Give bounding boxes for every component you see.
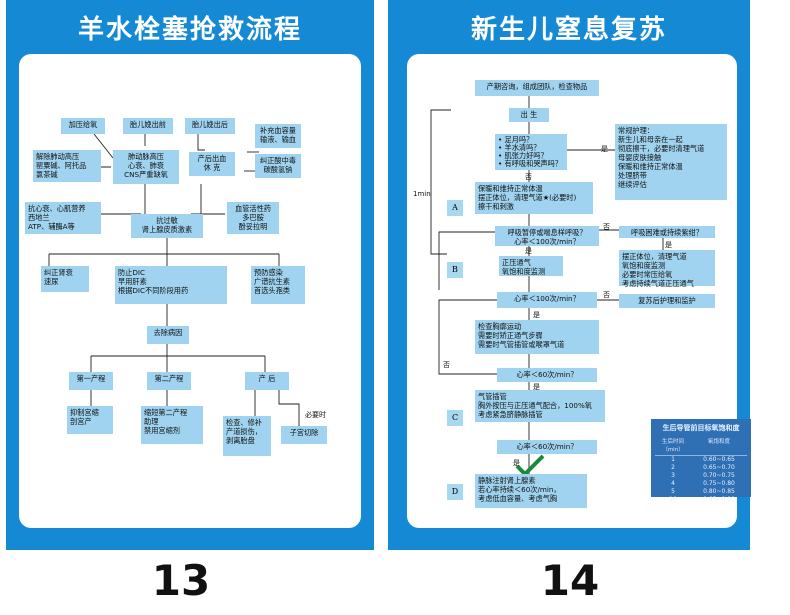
- box-hr-below-60: 心率＜60次/min？: [497, 368, 597, 382]
- box-hysterectomy: 子宫切除: [281, 426, 327, 444]
- box-anti-allergy: 抗过敏 肾上腺皮质激素: [131, 214, 203, 238]
- box-prevent-dic: 防止DIC 早用肝素 根据DIC不同阶段用药: [115, 266, 227, 304]
- step-label-a: A: [447, 200, 463, 216]
- box-labored-breathing: 呼吸困难或持续紫绀？: [619, 226, 715, 238]
- table-row: 1 0.60~0.65: [655, 456, 747, 464]
- box-after-delivery: 胎儿娩出后: [185, 118, 235, 134]
- label-yes-hr60: 是: [533, 383, 540, 391]
- box-apnea-question: 呼吸暂停或喘息样呼吸？ 心率＜100次/min？: [495, 226, 599, 246]
- box-shorten-stage: 缩短第二产程 助理 禁用宫缩剂: [141, 406, 203, 444]
- table-cell-value: 0.70~0.75: [703, 472, 735, 479]
- poster-title: 新生儿窒息复苏: [470, 15, 667, 45]
- box-airway-care: 摆正体位，清理气道 氧饱和度监测 必要时常压给氧 考虑持续气道正压通气: [619, 250, 715, 288]
- box-step-a-actions: 保暖和维持正常体温 摆正体位，清理气道★(必要时) 擦干和刺激: [475, 182, 593, 214]
- box-step-d-epinephrine: 静脉注射肾上腺素 若心率持续＜60次/min， 考虑低血容量、考虑气胸: [475, 474, 587, 508]
- label-no-apnea: 否: [603, 223, 610, 231]
- box-preparation: 产期咨询，组成团队，检查物品: [475, 80, 599, 96]
- label-yes-routine: 是: [601, 145, 608, 153]
- box-renal-failure: 纠正肾衰 速尿: [41, 266, 89, 292]
- label-yes-labored: 是: [665, 241, 672, 249]
- table-header: 生后时间（min） 氧饱和度: [655, 437, 747, 456]
- box-check-chest: 检查胸廓运动 需要时矫正通气步骤 需要时气管插管或喉罩气道: [475, 320, 599, 354]
- table-cell-time: 4: [671, 480, 675, 487]
- label-yes-hr60b: 是: [513, 459, 520, 467]
- box-relieve-pulmonary: 解除肺动高压 罂粟碱、阿托品 氯茶碱: [33, 150, 101, 182]
- step-label-c: C: [447, 410, 463, 426]
- label-no-questions: 否: [525, 173, 532, 181]
- poster-title: 羊水栓塞抢救流程: [77, 15, 302, 45]
- oxygen-saturation-table: 生后导管前目标氧饱和度 生后时间（min） 氧饱和度 1 0.60~0.65 2 0…: [651, 419, 751, 503]
- box-check-repair: 检查、修补 产道损伤， 剥离胎盘: [223, 416, 271, 456]
- box-acidosis: 纠正酸中毒 碳酸氢钠: [255, 154, 301, 178]
- box-prevent-infection: 预防感染 广谱抗生素 首选头孢类: [251, 266, 305, 304]
- box-suppress-contractions: 抑制宫缩 剖宫产: [67, 406, 113, 434]
- box-hr-below-100: 心率＜100次/min？: [497, 292, 597, 308]
- table-cell-time: 3: [671, 472, 675, 479]
- box-blood-volume: 补充血容量 输液、输血: [255, 124, 301, 148]
- box-pressurize-oxygen: 加压给氧: [61, 118, 105, 134]
- box-heart-failure: 抗心衰、心肌营养 西地兰 ATP、辅酶A等: [25, 202, 101, 234]
- table-cell-time: 5: [671, 488, 675, 495]
- flowchart-panel: 加压给氧 胎儿娩出前 胎儿娩出后 解除肺动高压 罂粟碱、阿托品 氯茶碱 肺动脉高…: [19, 54, 361, 528]
- poster-number-14: 14: [540, 556, 600, 605]
- flowchart-panel: 产期咨询，组成团队，检查物品 出 生 • 足月吗？ • 羊水清吗？ • 肌张力好…: [407, 54, 751, 528]
- table-row: 5 0.80~0.85: [655, 488, 747, 496]
- check-mark-icon: [515, 454, 545, 477]
- box-postpartum-stage: 产 后: [245, 372, 289, 390]
- table-title: 生后导管前目标氧饱和度: [662, 424, 740, 432]
- label-no-hr60: 否: [443, 361, 450, 369]
- box-before-delivery: 胎儿娩出前: [123, 118, 173, 134]
- table-cell-time: 2: [671, 464, 675, 471]
- table-row: 10 0.85~0.90: [655, 496, 747, 504]
- label-yes-hr100: 是: [533, 311, 540, 319]
- label-yes-apnea: 是: [525, 247, 532, 255]
- poster-number-13: 13: [151, 556, 211, 605]
- box-birth: 出 生: [509, 108, 549, 122]
- box-first-stage: 第一产程: [69, 372, 113, 390]
- label-one-minute: 1min: [413, 190, 431, 198]
- poster-amniotic-embolism: 羊水栓塞抢救流程 加压给氧 胎儿娩出前 胎儿娩出后 解除肺动高压 罂粟碱、阿托品…: [6, 0, 374, 550]
- box-routine-care: 常规护理： 新生儿和母亲在一起 彻底擦干，必要时清理气道 母婴皮肤接触 保暖和维…: [615, 124, 727, 200]
- box-step-b-ventilation: 正压通气 氧饱和度监测: [499, 256, 563, 276]
- table-cell-time: 1: [671, 456, 675, 463]
- poster-neonatal-resuscitation: 新生儿窒息复苏 产期咨询，组成团队，检查物品 出 生 • 足月吗？ • 羊水清吗…: [388, 0, 751, 550]
- table-row: 3 0.70~0.75: [655, 472, 747, 480]
- box-remove-cause: 去除病因: [147, 326, 189, 344]
- table-cell-value: 0.80~0.85: [703, 488, 735, 495]
- table-row: 4 0.75~0.80: [655, 480, 747, 488]
- table-row: 2 0.65~0.70: [655, 464, 747, 472]
- step-label-b: B: [447, 262, 463, 278]
- box-initial-questions: • 足月吗？ • 羊水清吗？ • 肌张力好吗？ • 有呼吸和哭声吗？: [495, 134, 567, 170]
- table-header-saturation: 氧饱和度: [707, 439, 730, 445]
- step-label-d: D: [447, 484, 463, 500]
- box-post-resuscitation-care: 复苏后护理和监护: [619, 294, 715, 308]
- box-step-c-compressions: 气管插管 胸外按压与正压通气配合，100%氧 考虑紧急脐静脉插管: [475, 390, 605, 422]
- table-cell-value: 0.85~0.90: [703, 496, 735, 503]
- table-cell-value: 0.60~0.65: [703, 456, 735, 463]
- box-second-stage: 第二产程: [147, 372, 191, 390]
- flow-connectors: [48, 133, 300, 426]
- label-when-needed: 必要时: [305, 411, 326, 419]
- box-postpartum-bleeding: 产后出血 休 克: [189, 152, 235, 176]
- table-cell-time: 10: [669, 496, 677, 503]
- box-hr-below-60-again: 心率＜60次/min？: [497, 440, 597, 454]
- table-cell-value: 0.65~0.70: [703, 464, 735, 471]
- table-cell-value: 0.75~0.80: [703, 480, 735, 487]
- box-pulmonary-hypertension: 肺动脉高压 心衰、肺衰 CNS严重缺氧: [113, 150, 179, 184]
- box-vasoactive: 血管活性药 多巴胺 酚妥拉明: [227, 202, 279, 234]
- label-no-hr100: 否: [603, 291, 610, 299]
- table-header-time: 生后时间（min）: [661, 439, 684, 453]
